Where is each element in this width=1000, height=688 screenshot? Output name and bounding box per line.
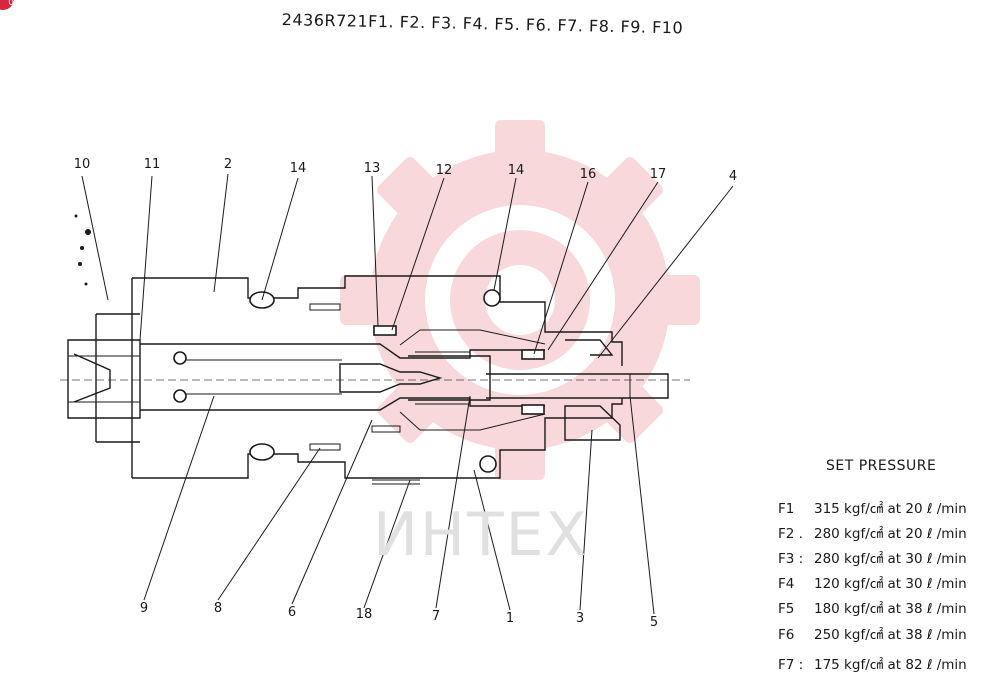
set-pressure-code: F2 . (778, 526, 803, 542)
set-pressure-heading: SET PRESSURE (826, 458, 937, 474)
set-pressure-value: 315 kgf/㎠ at 20 ℓ /min (814, 501, 967, 517)
valve-body (60, 214, 690, 485)
set-pressure-code: F1 (778, 501, 795, 517)
set-pressure-row: F1 315 kgf/㎠ at 20 ℓ /min (778, 497, 967, 517)
part-label-13: 13 (364, 161, 381, 176)
set-pressure-code: F3 : (778, 551, 804, 567)
part-label-18: 18 (356, 607, 373, 622)
set-pressure-value: 180 kgf/㎠ at 38 ℓ /min (814, 601, 967, 617)
part-label-10: 10 (74, 157, 91, 172)
part-label-4: 4 (729, 169, 737, 184)
set-pressure-code: F5 (778, 601, 795, 617)
set-pressure-value: 280 kgf/㎠ at 30 ℓ /min (814, 551, 967, 567)
part-label-5: 5 (650, 615, 658, 630)
part-label-8: 8 (214, 601, 222, 616)
part-label-2: 2 (224, 157, 232, 172)
part-label-14-left: 14 (290, 161, 307, 176)
set-pressure-row: F6 250 kgf/㎠ at 38 ℓ /min (778, 623, 967, 643)
part-label-11: 11 (144, 157, 161, 172)
set-pressure-code: F4 (778, 576, 795, 592)
part-label-14-right: 14 (508, 163, 525, 178)
set-pressure-value: 175 kgf/㎠ at 82 ℓ /min (814, 657, 967, 673)
set-pressure-row: F4 120 kgf/㎠ at 30 ℓ /min (778, 572, 967, 592)
part-label-7: 7 (432, 609, 440, 624)
part-label-17: 17 (650, 167, 667, 182)
part-labels: 10 11 2 14 13 12 14 16 17 4 9 8 6 18 7 1… (74, 157, 737, 630)
part-label-1: 1 (506, 611, 514, 626)
set-pressure-row: F2 . 280 kgf/㎠ at 20 ℓ /min (778, 522, 967, 542)
watermark-text: ИНТЕХ (373, 500, 589, 570)
part-label-12: 12 (436, 163, 453, 178)
watermark-gear-icon (340, 120, 700, 480)
part-label-16: 16 (580, 167, 597, 182)
part-label-3: 3 (576, 611, 584, 626)
set-pressure-value: 120 kgf/㎠ at 30 ℓ /min (814, 576, 967, 592)
set-pressure-code: F6 (778, 627, 795, 643)
set-pressure-value: 250 kgf/㎠ at 38 ℓ /min (814, 627, 967, 643)
corner-badge: 0 (0, 0, 14, 10)
set-pressure-row: F3 : 280 kgf/㎠ at 30 ℓ /min (778, 547, 967, 567)
set-pressure-row: F5 180 kgf/㎠ at 38 ℓ /min (778, 597, 967, 617)
leader-lines (81, 173, 734, 615)
part-label-9: 9 (140, 601, 148, 616)
part-label-6: 6 (288, 605, 296, 620)
set-pressure-code: F7 : (778, 657, 804, 673)
set-pressure-row: F7 : 175 kgf/㎠ at 82 ℓ /min (778, 653, 967, 673)
set-pressure-value: 280 kgf/㎠ at 20 ℓ /min (814, 526, 967, 542)
